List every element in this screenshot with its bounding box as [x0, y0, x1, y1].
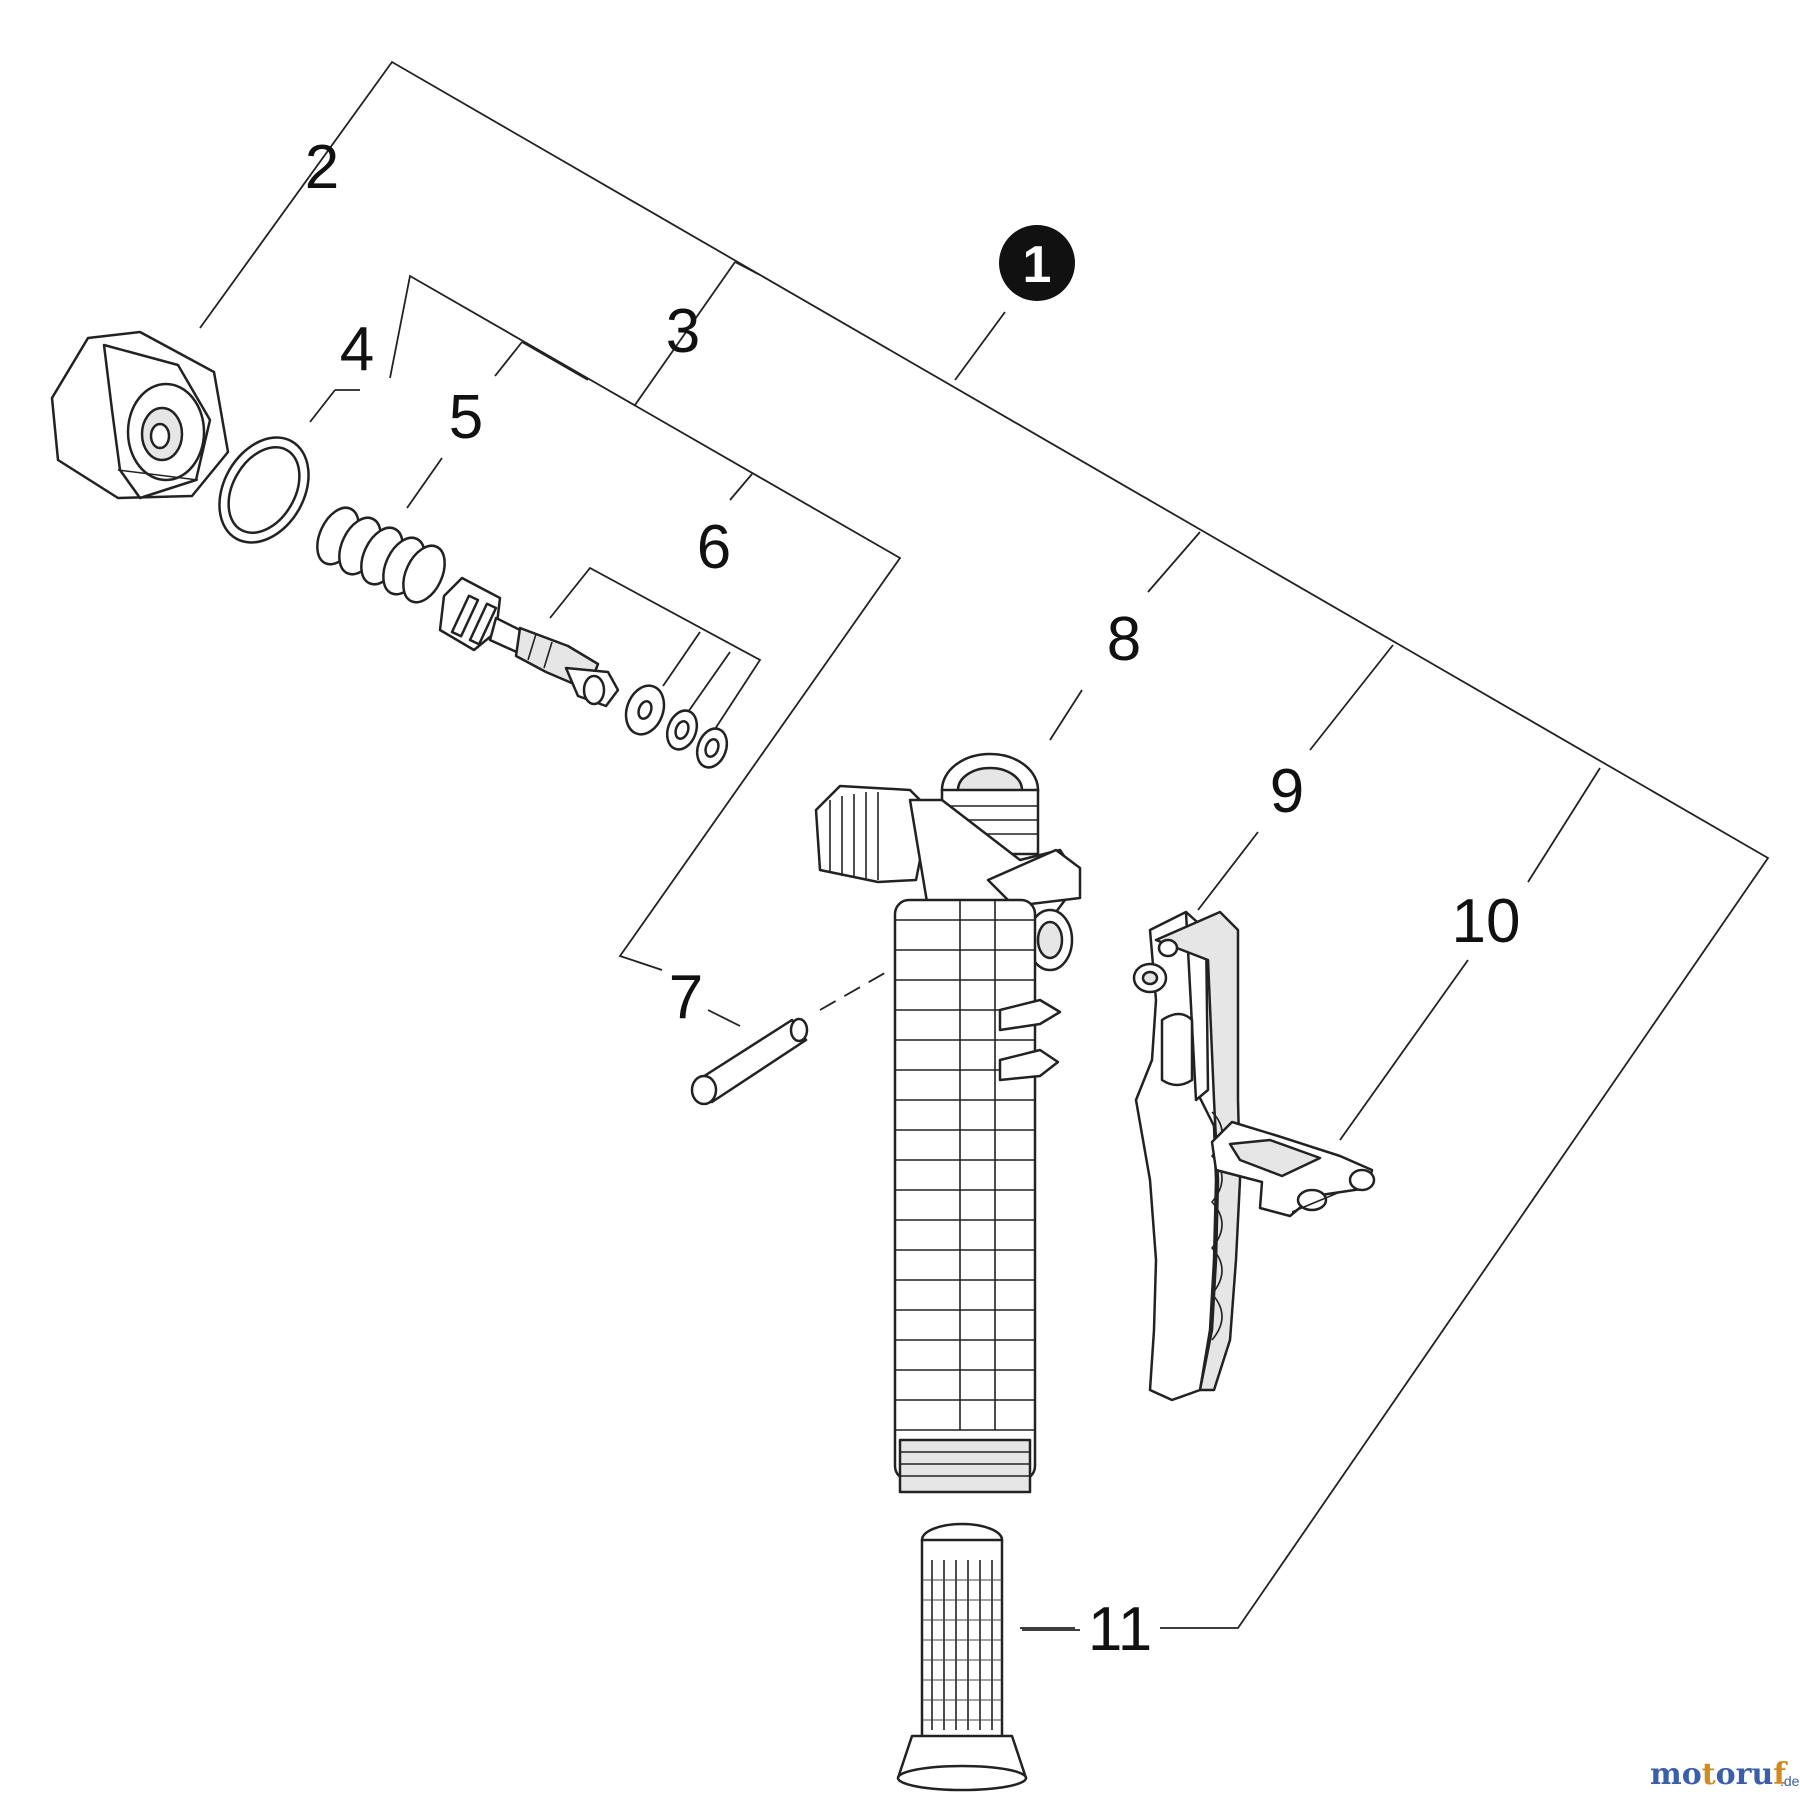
part-label-9: 9: [1270, 757, 1304, 826]
part-label-7: 7: [669, 963, 703, 1032]
valve-stem-icon: [438, 576, 620, 708]
nut-icon: [50, 330, 230, 500]
svg-text:motoruf: motoruf: [1650, 1757, 1788, 1792]
part-label-6: 6: [697, 513, 731, 582]
part-label-11: 11: [1088, 1595, 1152, 1664]
part-labels: 2 3 4 5 6 7 8 9 10 11: [305, 133, 1521, 1664]
part-label-5: 5: [449, 383, 483, 452]
part-label-3: 3: [666, 297, 700, 366]
part-label-4: 4: [340, 315, 374, 384]
spring-icon: [316, 506, 446, 604]
valve-body-icon: [814, 752, 1082, 1494]
watermark-suffix: .de: [1780, 1773, 1800, 1789]
lever-icon: [1132, 910, 1242, 1402]
leader-lines: [199, 60, 1770, 1629]
filter-icon: [896, 1522, 1028, 1792]
part-label-8: 8: [1107, 605, 1141, 674]
latch-icon: [1210, 1120, 1376, 1218]
washer-icon: [624, 684, 729, 769]
shaft-ribs: [895, 900, 1035, 1431]
pin-icon: [690, 1017, 809, 1106]
part-label-2: 2: [305, 133, 339, 202]
callout-label: 1: [1023, 236, 1052, 294]
o-ring-icon: [218, 436, 310, 544]
assembly-callout: 1: [999, 225, 1075, 301]
watermark: motoruf .de: [1650, 1757, 1800, 1792]
part-label-10: 10: [1452, 887, 1521, 956]
